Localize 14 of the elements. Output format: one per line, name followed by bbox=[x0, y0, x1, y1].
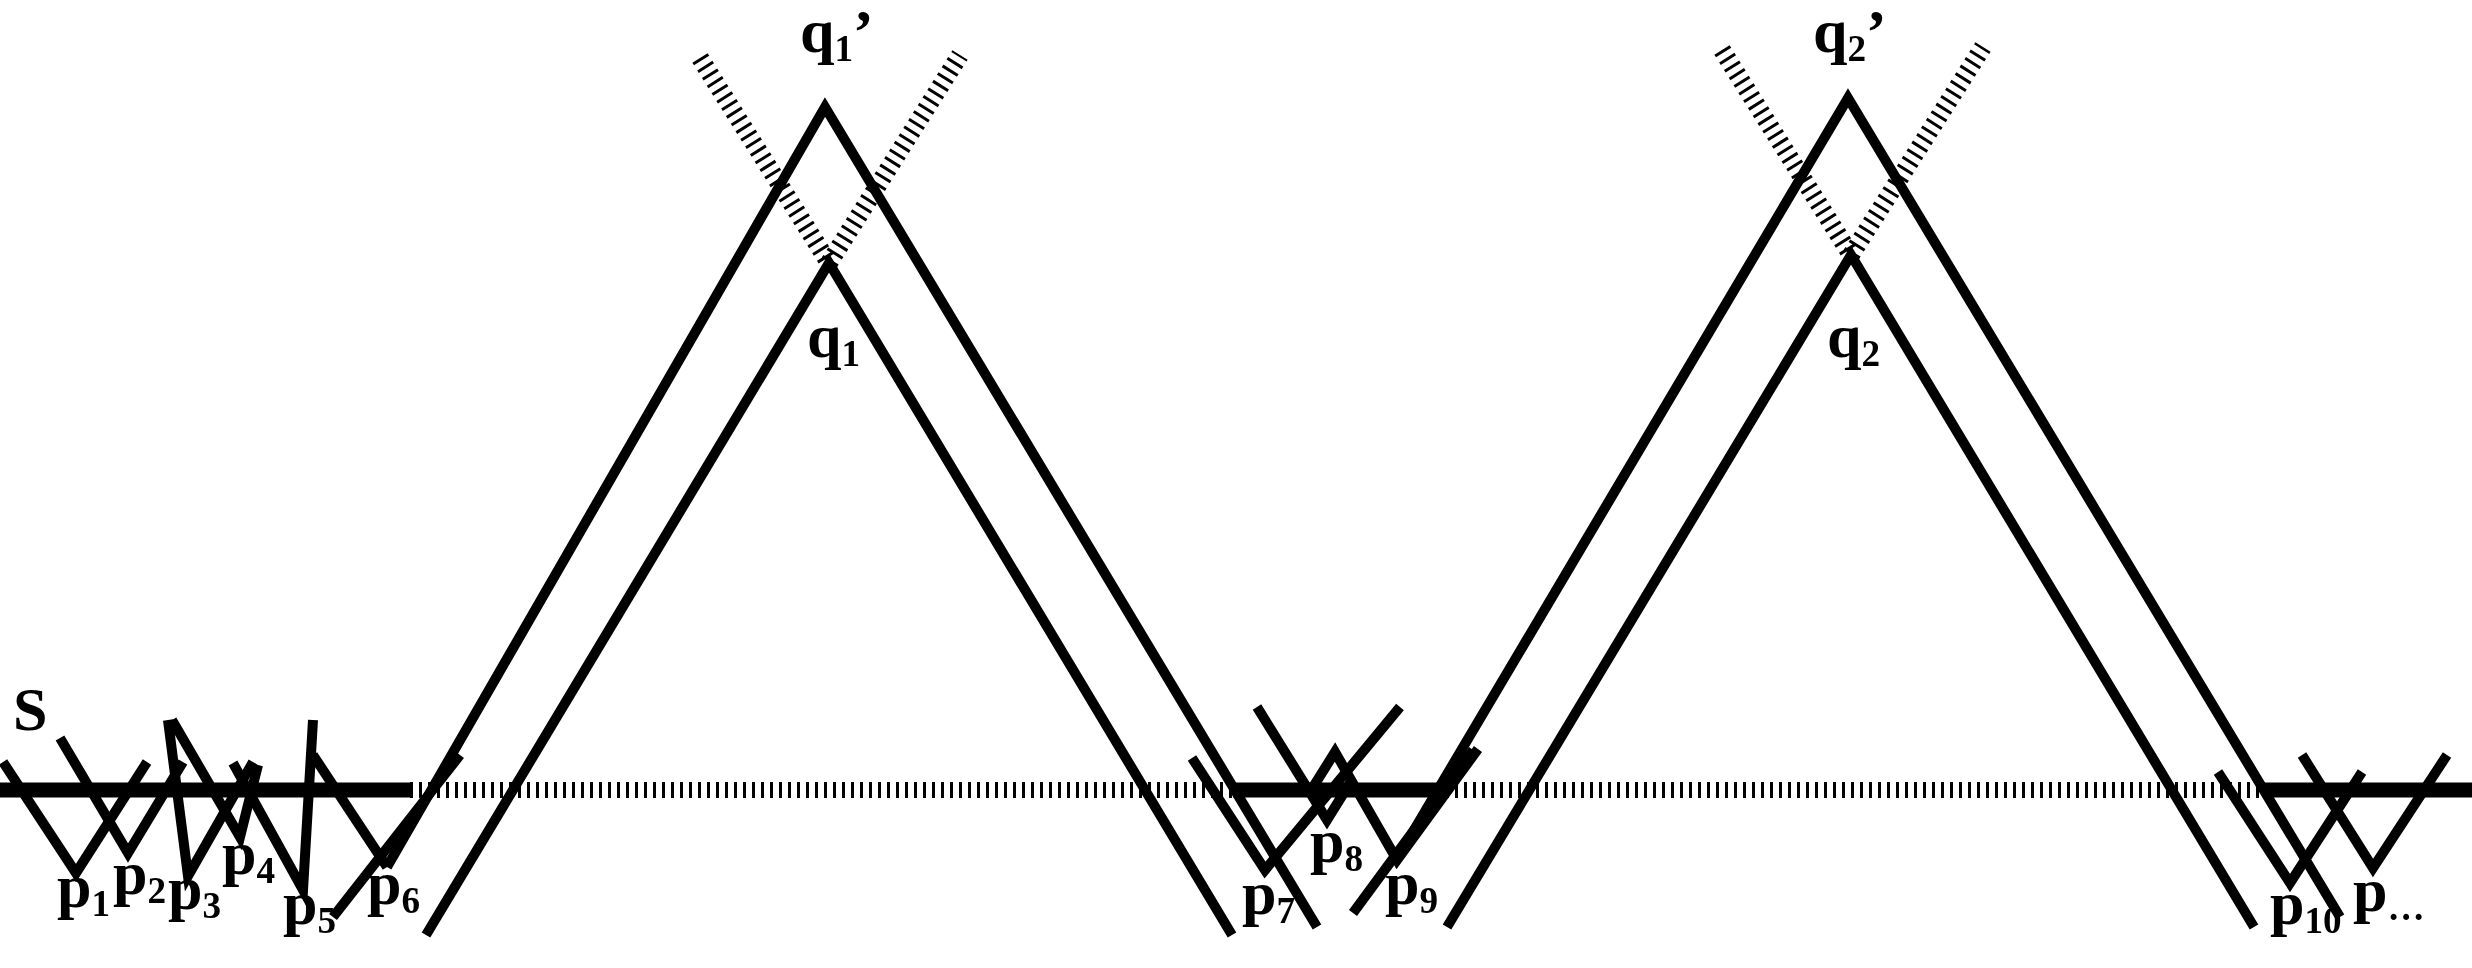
point-label: p$_{8}$ bbox=[1310, 810, 1364, 878]
point-label: q$_{2}$’ bbox=[1813, 0, 1887, 68]
point-label: p$_{…}$ bbox=[2353, 859, 2425, 927]
point-label: p$_{9}$ bbox=[1385, 852, 1439, 920]
point-label: p$_{7}$ bbox=[1242, 862, 1296, 930]
point-label: q$_{1}$’ bbox=[800, 0, 874, 68]
point-label: q$_{2}$ bbox=[1827, 305, 1881, 373]
point-label: p$_{1}$ bbox=[57, 855, 111, 923]
point-label: p$_{6}$ bbox=[367, 852, 421, 920]
point-label: q$_{1}$ bbox=[807, 305, 861, 373]
point-label: p$_{3}$ bbox=[168, 857, 222, 925]
point-label: S bbox=[13, 678, 48, 740]
point-label: p$_{2}$ bbox=[113, 842, 167, 910]
point-label: p$_{4}$ bbox=[222, 822, 276, 890]
